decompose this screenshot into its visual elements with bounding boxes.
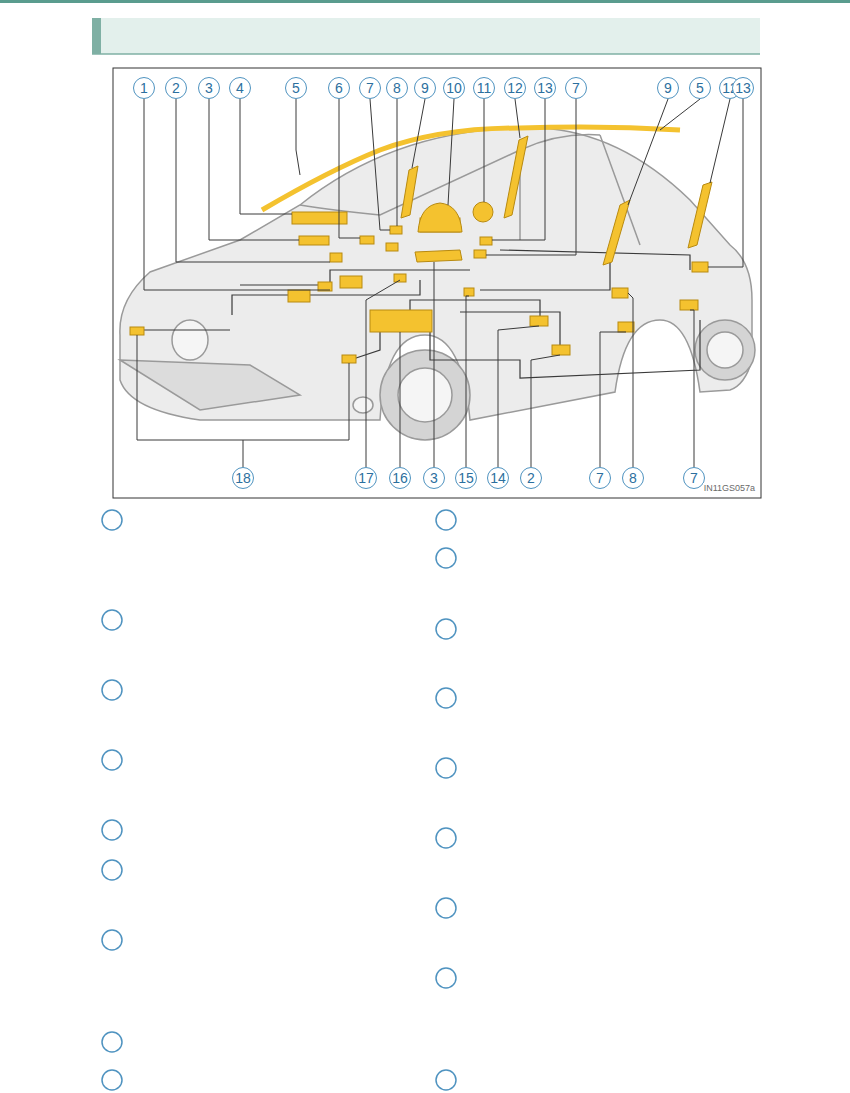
leader-lines: [137, 99, 743, 467]
callout-number: 3: [198, 77, 220, 99]
callout-number: 18: [232, 467, 254, 489]
callout-number: 7: [565, 77, 587, 99]
top-rule: [0, 0, 850, 3]
callout-number: 17: [355, 467, 377, 489]
figure-code: IN11GS057a: [703, 483, 756, 493]
callout-number: 12: [504, 77, 526, 99]
callout-number: 8: [622, 467, 644, 489]
callout-number: 5: [285, 77, 307, 99]
image-frame: [113, 68, 761, 498]
callout-number: 6: [328, 77, 350, 99]
callout-number: 16: [389, 467, 411, 489]
harness-wires: [140, 250, 700, 378]
header-accent: [92, 18, 101, 54]
callout-number: 3: [423, 467, 445, 489]
legend-circles: [102, 510, 456, 1090]
callout-number: 7: [589, 467, 611, 489]
callout-number: 13: [534, 77, 556, 99]
callout-number: 2: [520, 467, 542, 489]
callout-number: 1: [133, 77, 155, 99]
callout-number: 10: [443, 77, 465, 99]
callout-number: 11: [473, 77, 495, 99]
airbags: [130, 127, 712, 363]
callout-number: 14: [487, 467, 509, 489]
callout-number: 13: [732, 77, 754, 99]
callout-number: 2: [165, 77, 187, 99]
callout-number: 9: [414, 77, 436, 99]
callout-number: 5: [689, 77, 711, 99]
callout-number: 4: [229, 77, 251, 99]
callout-number: 9: [657, 77, 679, 99]
callout-number: 15: [455, 467, 477, 489]
car-body: [120, 128, 755, 440]
header-band: [92, 18, 760, 54]
callout-number: 8: [386, 77, 408, 99]
callout-number: 7: [359, 77, 381, 99]
